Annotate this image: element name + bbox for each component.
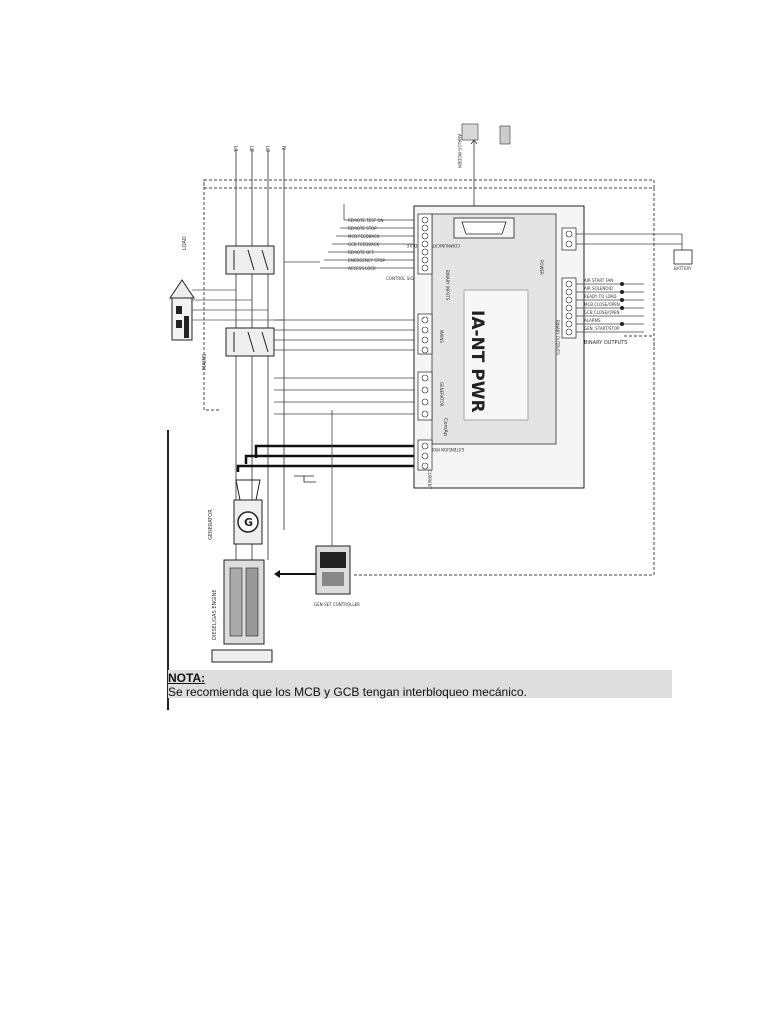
phase-label-n: N	[280, 146, 286, 150]
controller-brand-label: ComAp	[442, 418, 448, 436]
control-input-label: EMERGENCY STOP	[348, 258, 385, 263]
binary-inputs-label: BINARY INPUTS	[445, 270, 450, 301]
phase-label-l2: L2	[248, 146, 254, 152]
note-text: Se recomienda que los MCB y GCB tengan i…	[168, 685, 527, 699]
generator-icon: G GENERATOR	[208, 479, 263, 545]
current-transformer-wires	[236, 444, 418, 472]
binary-output-label: GEN. START/STOP	[584, 326, 620, 331]
extension-module-label: EXTENSION MODULE	[422, 447, 464, 452]
binary-output-label: READY TO LOAD	[584, 294, 616, 299]
control-input-labels: REMOTE TEST ON REMOTE STOP MCB FEEDBACK …	[348, 218, 425, 281]
wiring-diagram: L1 L2 L3 N ANALOG MODEM LOAD	[167, 123, 693, 710]
controller-model-label: IA-NT PWR	[467, 310, 487, 413]
note-box	[168, 670, 672, 698]
control-input-label: REMOTE OFF	[348, 250, 375, 255]
control-input-label: MCB FEEDBACK	[348, 234, 380, 239]
load-label: LOAD	[182, 236, 188, 250]
binary-output-label: GCB CLOSE/OPEN	[584, 310, 619, 315]
control-input-label: ACCESS LOCK	[348, 266, 376, 271]
communication-module-label: COMMUNICATION MODULE	[406, 243, 460, 248]
binary-output-label: AIR START FAN	[584, 278, 613, 283]
battery-label: BATTERY	[674, 266, 692, 271]
modem-label: ANALOG MODEM	[457, 134, 462, 168]
power-label: POWER	[539, 260, 544, 275]
control-input-label: GCB FEEDBACK	[348, 242, 380, 247]
mains-input-label: MAINS	[439, 330, 444, 343]
note-title: NOTA:	[168, 671, 206, 685]
svg-text:G: G	[244, 516, 253, 529]
binary-outputs-label: BINARY OUTPUTS	[584, 340, 627, 346]
control-input-label: REMOTE TEST ON	[348, 218, 384, 223]
gcb-breaker	[225, 327, 275, 357]
generator-label: GENERATOR	[208, 509, 214, 540]
modem-device: ANALOG MODEM	[457, 123, 511, 211]
battery-icon: BATTERY	[673, 249, 693, 271]
genset-controller-label: GEN-SET CONTROLLER	[314, 602, 360, 607]
binary-output-label: AIR SOLENOID	[584, 286, 613, 291]
ia-nt-pwr-controller: IA-NT PWR ComAp COMMUNICATION MODULE EXT…	[406, 205, 585, 490]
binary-output-labels: AIR START FAN AIR SOLENOID READY TO LOAD…	[584, 278, 627, 346]
binary-output-label: MCB CLOSE/OPEN	[584, 302, 620, 307]
genset-controller-icon: GEN-SET CONTROLLER	[274, 410, 360, 607]
generator-input-label: GENERATOR	[439, 382, 444, 407]
engine-label: DIESEL/GAS ENGINE	[212, 590, 218, 641]
phase-label-l3: L3	[264, 146, 270, 152]
binary-outputs-section-label: BINARY OUTPUTS	[555, 320, 560, 355]
load-icon: LOAD	[169, 236, 195, 341]
control-signals-label: CONTROL SIGNALS	[386, 276, 425, 281]
mcb-breaker	[225, 245, 275, 275]
mains-label: MAINS	[202, 354, 208, 370]
binary-output-label: ALARMS	[584, 318, 601, 323]
phase-label-l1: L1	[232, 146, 238, 152]
engine-icon: DIESEL/GAS ENGINE	[211, 559, 273, 663]
dashed-wiring	[203, 179, 655, 576]
control-input-label: REMOTE STOP	[348, 226, 377, 231]
phase-labels: L1 L2 L3 N	[232, 146, 286, 152]
